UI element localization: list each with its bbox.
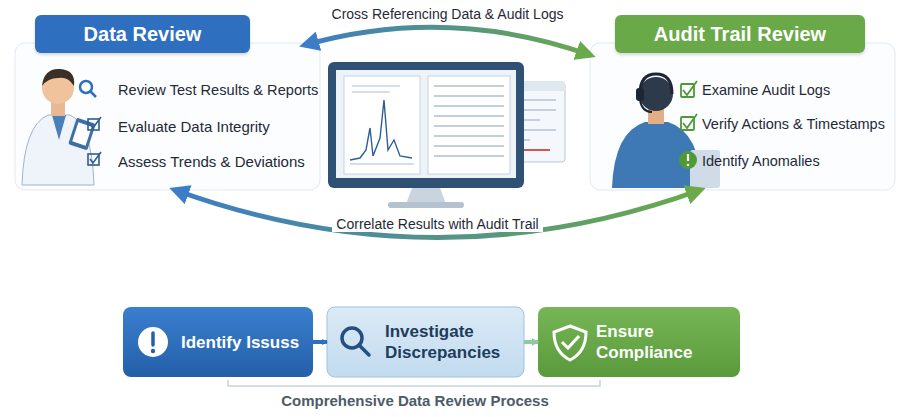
process-box: Ensure Compliance: [538, 307, 740, 377]
list-item: Review Test Results & Reports: [118, 81, 318, 99]
process-box-fill: [538, 307, 740, 377]
caption: Comprehensive Data Review Process: [0, 392, 830, 410]
checkbox-icon: [681, 81, 697, 130]
list-item: Assess Trends & Deviations: [118, 153, 305, 171]
review-panel: Audit Trail ReviewExamine Audit LogsVeri…: [590, 15, 895, 190]
list-item: Identify Anomalies: [702, 152, 820, 170]
process-box: Identify Issuss: [123, 307, 313, 377]
process-box-fill: [327, 307, 524, 377]
list-item: Evaluate Data Integrity: [118, 118, 270, 136]
edge-label: Correlate Results with Audit Trail: [332, 216, 542, 232]
monitor-illustration: [328, 62, 565, 208]
flow-arrow: [524, 340, 538, 344]
curved-arrow: [175, 190, 700, 238]
list-item: Examine Audit Logs: [702, 81, 830, 99]
reviewer-figure: [22, 69, 96, 185]
flow-arrow: [313, 340, 327, 344]
panel-heading: Audit Trail Review: [615, 15, 865, 53]
process-box-fill: [123, 307, 313, 377]
checkbox-icon: [88, 117, 101, 165]
curved-arrow: [305, 27, 590, 55]
bracket: [228, 380, 600, 386]
process-box: Investigate Discrepancies: [327, 307, 524, 377]
shield-icon: [554, 326, 586, 360]
review-panel: Data ReviewReview Test Results & Reports…: [15, 15, 320, 190]
alert-icon: [679, 151, 697, 169]
magnifier-icon: [80, 81, 96, 97]
box-label: Investigate Discrepancies: [385, 321, 516, 363]
box-label: Identify Issuss: [181, 332, 299, 353]
edge-label: Cross Referencing Data & Audit Logs: [328, 6, 568, 22]
list-item: Verify Actions & Timestamps: [702, 115, 885, 133]
box-label: Ensure Compliance: [596, 321, 732, 363]
alert-icon: [138, 327, 168, 357]
panel-frame: [590, 43, 895, 190]
magnifier-icon: [342, 328, 369, 355]
panel-heading: Data Review: [35, 15, 250, 53]
panel-frame: [15, 43, 320, 190]
